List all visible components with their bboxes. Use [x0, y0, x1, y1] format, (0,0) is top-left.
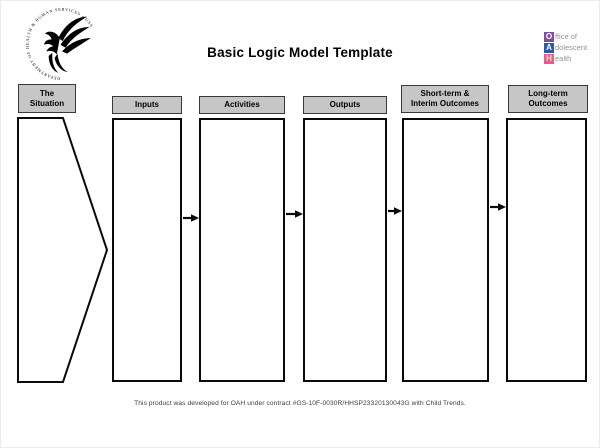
outputs-content-box	[303, 118, 387, 382]
header-long-term-outcomes: Long-term Outcomes	[508, 85, 588, 113]
oah-logo-line-1: O ffice of	[544, 32, 599, 42]
oah-logo-text: ffice of	[555, 32, 577, 42]
header-the-situation: The Situation	[18, 84, 76, 113]
flow-arrow-outputs-to-shortterm	[388, 207, 402, 215]
header-activities: Activities	[199, 96, 285, 114]
page-title: Basic Logic Model Template	[207, 45, 393, 60]
flow-arrow-activities-to-outputs	[286, 210, 303, 218]
long-term-content-box	[506, 118, 587, 382]
oah-logo: O ffice of A dolescent H ealth	[544, 32, 599, 65]
oah-logo-line-3: H ealth	[544, 54, 599, 64]
activities-content-box	[199, 118, 285, 382]
footer-contract-note: This product was developed for OAH under…	[134, 400, 466, 407]
situation-chevron-shape	[17, 117, 109, 383]
inputs-content-box	[112, 118, 182, 382]
oah-logo-text: dolescent	[555, 43, 588, 53]
oah-h-badge: H	[544, 54, 554, 64]
flow-arrow-shortterm-to-longterm	[490, 203, 506, 211]
flow-arrow-inputs-to-activities	[183, 214, 199, 222]
header-inputs: Inputs	[112, 96, 182, 114]
short-term-content-box	[402, 118, 489, 382]
hhs-seal-logo: DEPARTMENT OF HEALTH & HUMAN SERVICES • …	[25, 7, 94, 81]
oah-logo-line-2: A dolescent	[544, 43, 599, 53]
header-outputs: Outputs	[303, 96, 387, 114]
oah-a-badge: A	[544, 43, 554, 53]
hhs-eagle-icon	[44, 16, 91, 73]
oah-o-badge: O	[544, 32, 554, 42]
header-short-term-interim-outcomes: Short-term & Interim Outcomes	[401, 85, 489, 113]
oah-logo-text: ealth	[555, 54, 572, 64]
